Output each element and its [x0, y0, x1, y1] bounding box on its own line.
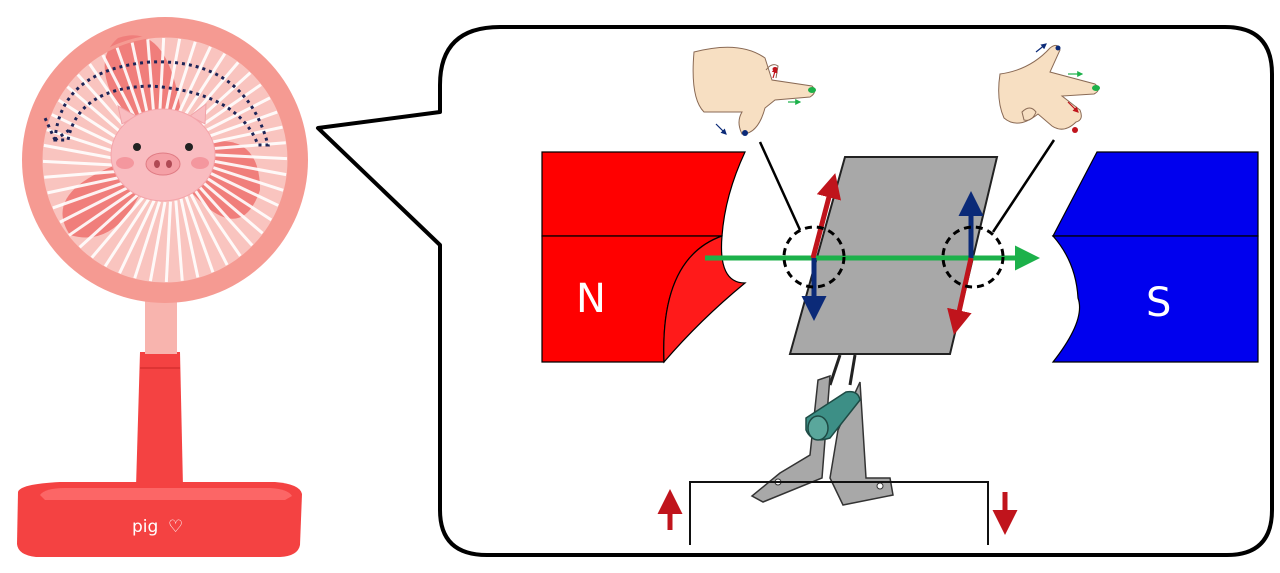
- fan-guard-spoke: [130, 42, 151, 122]
- fan-guard-spoke: [46, 128, 124, 156]
- fan-guard-spoke: [205, 141, 286, 151]
- fan-stand-column: [136, 352, 183, 487]
- fan-guard-spoke: [189, 192, 229, 266]
- fan-guard-spoke: [197, 96, 271, 136]
- fan-guard-spoke: [206, 164, 284, 192]
- right-hand-rule-icon: [998, 43, 1100, 133]
- brand-label: pig: [132, 517, 158, 537]
- fan-guard-spoke: [193, 188, 242, 257]
- right-current-arrow: [947, 257, 974, 335]
- left-current-arrow: [810, 173, 842, 259]
- fan-base: pig ♡: [17, 482, 302, 557]
- fan-guard-spoke: [52, 179, 130, 210]
- fan-guard-spoke: [200, 110, 278, 141]
- fan-guard: [42, 37, 288, 283]
- fan-guard-spoke: [133, 201, 161, 279]
- fan-guard-spoke: [200, 179, 264, 235]
- fan-guard-spoke: [146, 39, 156, 120]
- fan-guard-spoke: [197, 184, 254, 247]
- fan-guard-spoke: [174, 46, 212, 121]
- fan-guard-spoke: [179, 198, 200, 278]
- fan-guard-spoke: [42, 159, 124, 167]
- left-leader-line: [758, 141, 802, 231]
- fan-guard-spoke: [78, 192, 141, 249]
- fan-guard-spoke: [164, 201, 172, 283]
- fan-guard-spoke: [90, 195, 146, 259]
- fan-guard-spoke: [59, 184, 133, 224]
- left-focus-circle: [782, 225, 846, 289]
- fan-guard-spoke: [206, 153, 288, 161]
- fan-guard-spoke: [179, 52, 227, 123]
- circuit-wire: [689, 481, 989, 545]
- fan-guard-spoke: [169, 41, 197, 119]
- pig-face-icon: [110, 102, 216, 202]
- fan-guard-spoke: [204, 169, 279, 207]
- fan-head: [22, 17, 308, 303]
- rotation-direction-path: [53, 60, 270, 147]
- south-magnet: S: [1051, 151, 1259, 363]
- fan-guard-spoke: [203, 125, 283, 146]
- fan-guard-spoke: [148, 201, 167, 282]
- north-pole-label: N: [576, 276, 606, 322]
- north-magnet: N: [541, 151, 747, 364]
- fan-guard-spoke: [47, 174, 127, 195]
- right-leader-line: [991, 139, 1056, 233]
- heart-icon: ♡: [168, 517, 183, 537]
- fan-guard-spoke: [193, 83, 262, 132]
- fan-guard-spoke: [202, 174, 273, 222]
- fan-guard-spoke: [206, 158, 287, 177]
- fan-guard-spoke: [43, 143, 124, 162]
- fan-guard-spoke: [184, 195, 215, 273]
- fan-guard-spoke: [44, 169, 125, 179]
- fan-guard-spoke: [118, 199, 156, 274]
- left-hand-rule-icon: [692, 46, 816, 136]
- fan-guard-spoke: [158, 37, 166, 119]
- fan-guard-spoke: [103, 197, 151, 268]
- pig-desk-fan: pig ♡: [17, 17, 308, 557]
- fan-guard-spoke: [163, 38, 182, 119]
- south-pole-label: S: [1146, 280, 1171, 326]
- fan-guard-spoke: [115, 47, 146, 125]
- fan-guard-spoke: [174, 200, 184, 281]
- fan-guard-spoke: [76, 73, 133, 136]
- right-focus-circle: [941, 225, 1005, 289]
- fan-guard-spoke: [68, 188, 137, 237]
